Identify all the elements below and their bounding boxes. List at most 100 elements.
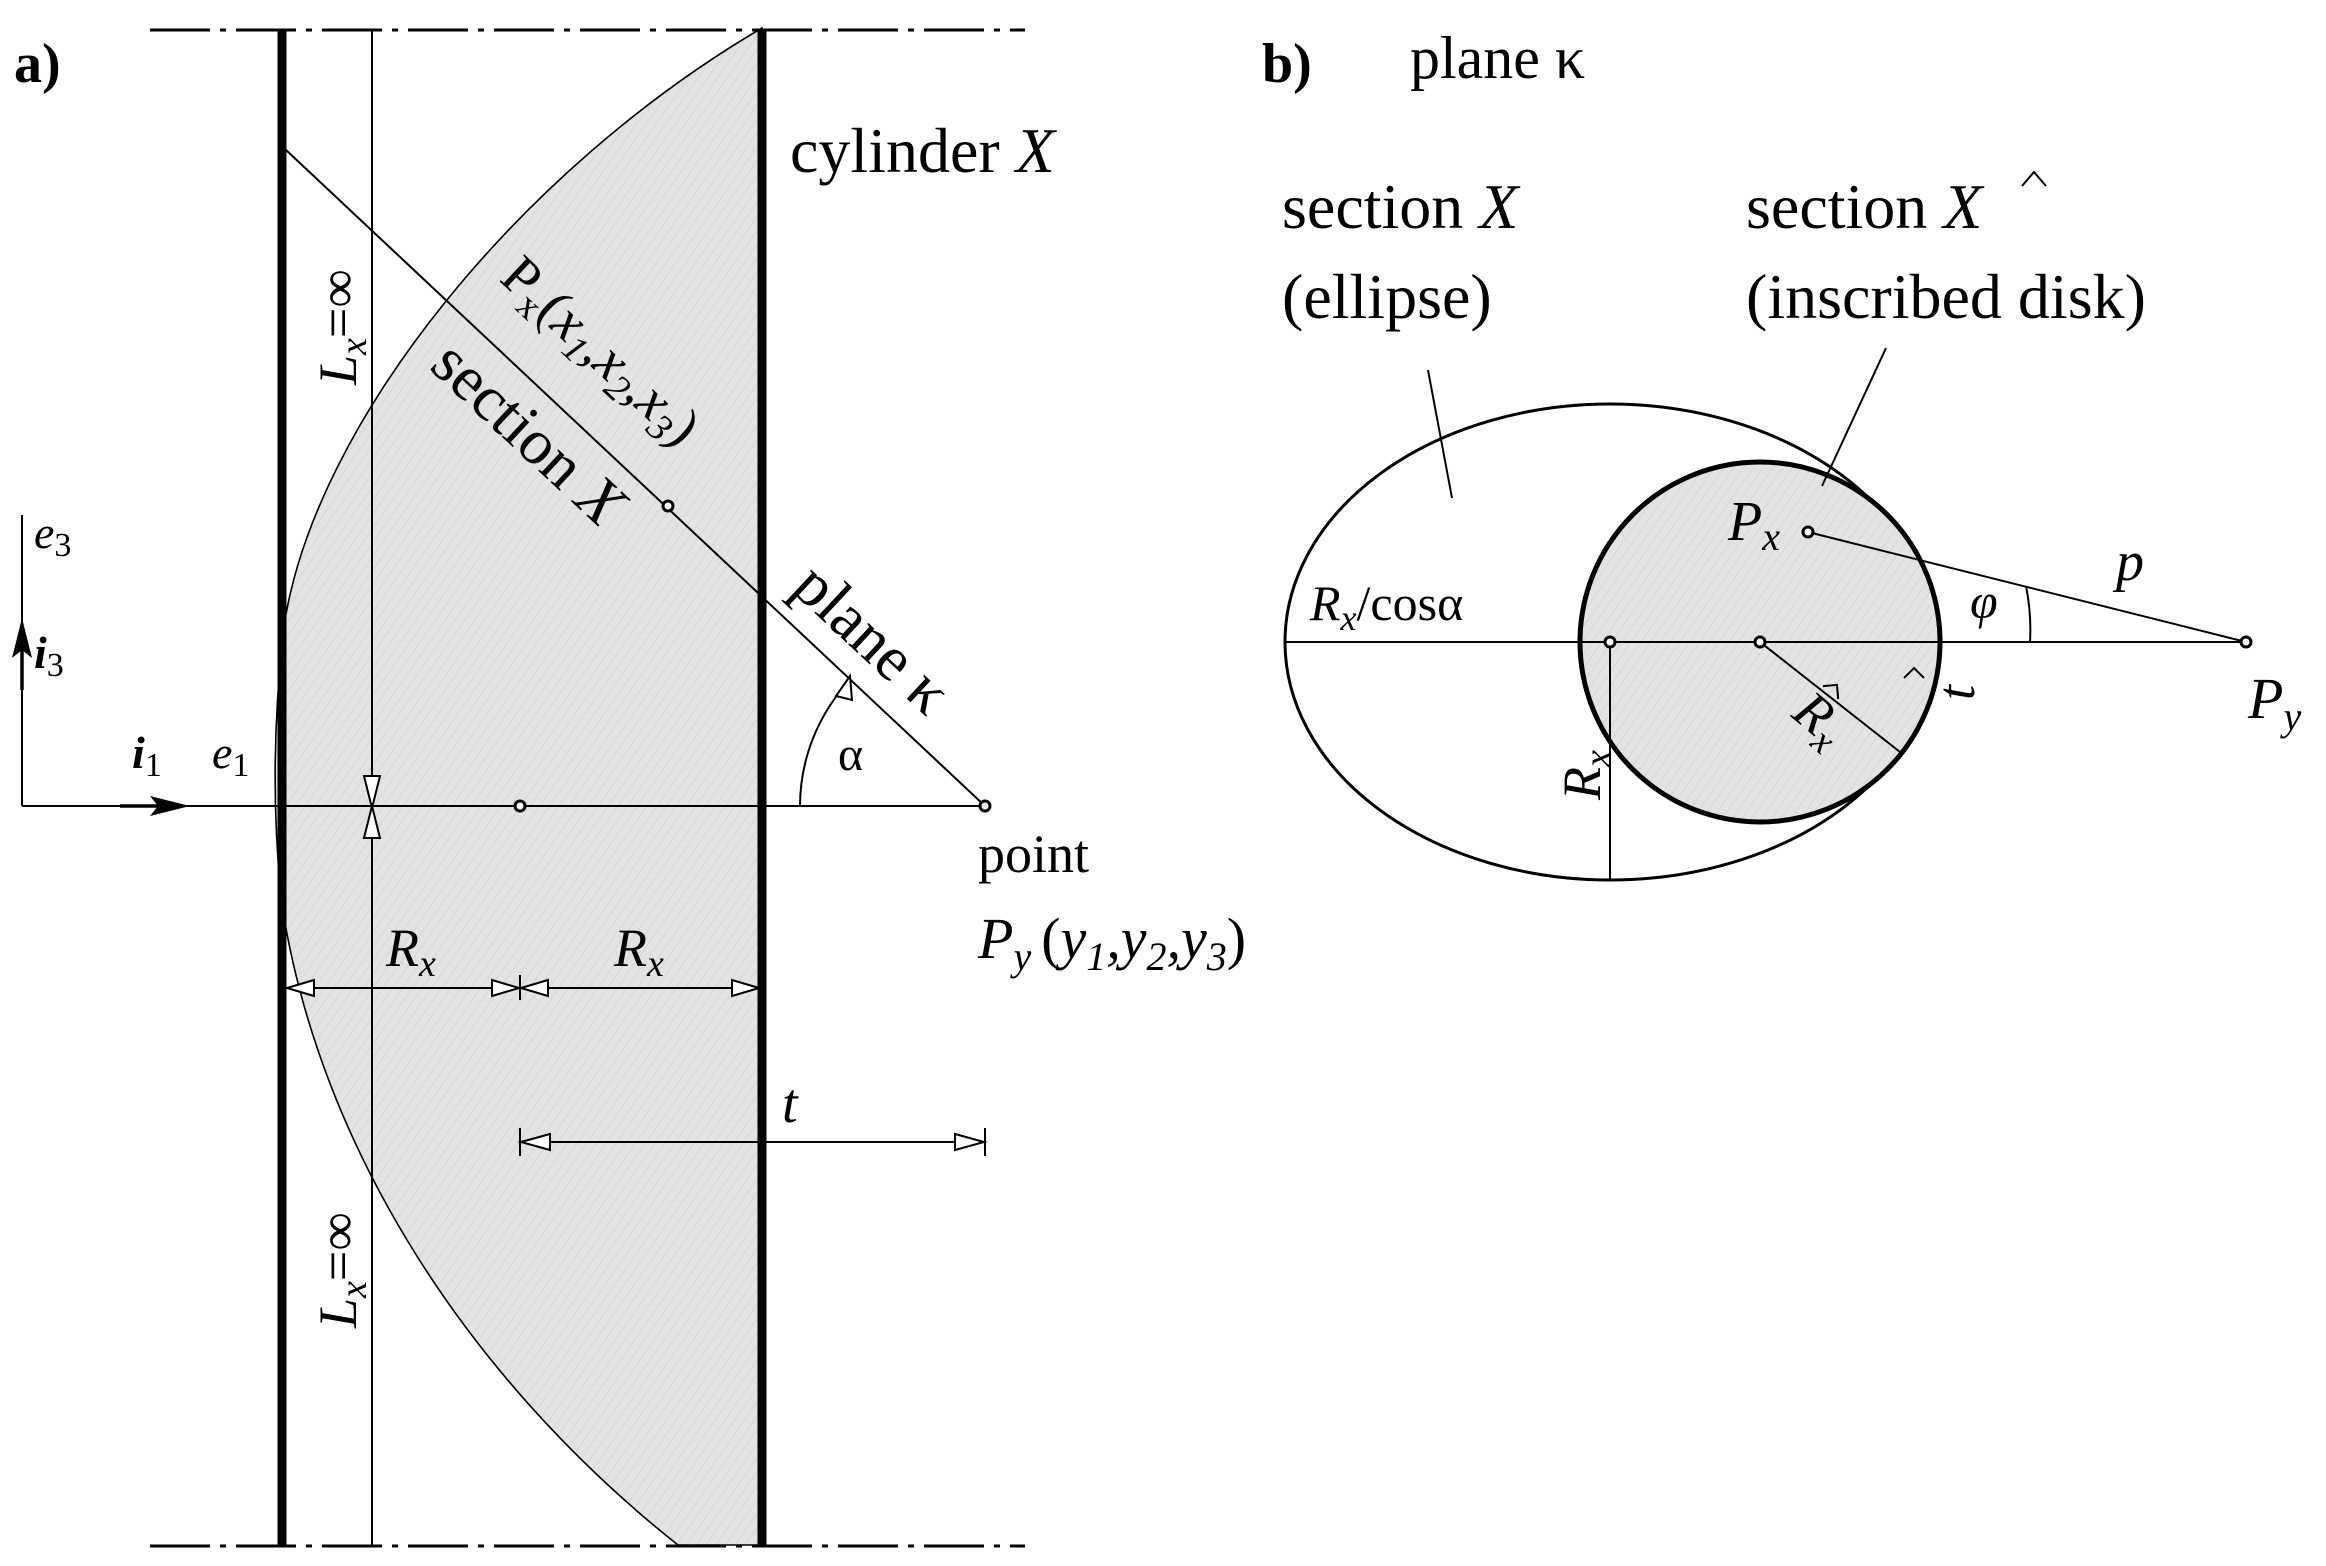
radius-left-sub: x (418, 943, 436, 985)
point-px-b (1801, 525, 1815, 539)
point-py-b (2239, 635, 2253, 649)
disk-label-line1: section X (1746, 171, 1985, 242)
radius-arrow-center-right (517, 978, 549, 998)
py-args-close: ) (1227, 906, 1246, 971)
ellipse-label-line2: (ellipse) (1282, 261, 1492, 332)
py-y3-sub: 3 (1206, 934, 1227, 979)
length-top-value: =∞ (308, 269, 368, 338)
radius-arrow-right-wall (731, 978, 763, 998)
rx-hat-hat-icon (1822, 683, 1840, 700)
py-sub: y (1009, 934, 1031, 979)
axis-i3-label: i3 (34, 627, 64, 684)
distance-label: t (782, 1073, 799, 1135)
ellipse-label-symbol: X (1476, 171, 1521, 242)
axis-e1-label: e1 (212, 727, 249, 784)
distance-arrow-right (954, 1132, 988, 1152)
phi-arc (2025, 585, 2032, 643)
rx-label-b: Rx (1552, 750, 1619, 801)
axis-i1-letter: i (132, 727, 145, 778)
disk-label-line2: (inscribed disk) (1746, 261, 2146, 332)
py-y2-sub: 2 (1147, 934, 1167, 979)
py-args-open: ( (1041, 906, 1060, 971)
radius-left-letter: R (385, 918, 419, 978)
i1-arrow-icon (150, 796, 190, 816)
rx-cos-label: Rx/cosα (1309, 575, 1463, 638)
length-bottom-letter: L (308, 1298, 368, 1329)
svg-text:Lx=∞: Lx=∞ (308, 1212, 375, 1329)
axis-e1-sub: 1 (232, 747, 249, 784)
px-label-b: Px (1727, 491, 1780, 559)
point-ellipse-center (1603, 635, 1617, 649)
axis-e3-sub: 3 (54, 527, 71, 564)
ellipse-label-line1: section X (1282, 171, 1521, 242)
length-top-label: Lx=∞ (308, 269, 375, 386)
panel-a-label: a) (14, 33, 61, 95)
radius-right-label: Rx (613, 918, 664, 985)
length-bottom-value: =∞ (308, 1212, 368, 1281)
point-center (513, 799, 527, 813)
py-label-b: Py (2247, 666, 2301, 739)
px-b-sub: x (1761, 514, 1780, 559)
angle-alpha-label: α (838, 728, 863, 781)
plane-kappa-name: plane (780, 548, 930, 694)
disk-label-symbol: X (1940, 171, 1985, 242)
py-coordinates-label: Py(y1,y2,y3) (977, 906, 1246, 979)
length-bottom-label: Lx=∞ (308, 1212, 375, 1329)
panel-b-title: plane κ (1410, 25, 1585, 91)
length-arrow-up (362, 805, 382, 839)
cylinder-name: cylinder (790, 115, 1000, 186)
axis-i1-sub: 1 (145, 747, 162, 784)
section-x-shaded-region (274, 26, 763, 1546)
py-y1: y (1056, 906, 1087, 971)
ellipse-label-name: section (1282, 171, 1463, 242)
radius-right-sub: x (646, 943, 664, 985)
t-hat-letter: t (1926, 683, 1986, 700)
point-disk-center (1753, 635, 1767, 649)
disk-leader-line (1821, 347, 1887, 487)
length-top-sub: x (333, 338, 375, 356)
axis-e3-letter: e (34, 507, 54, 558)
length-arrow-down (362, 775, 382, 809)
axis-i1-label: i1 (132, 727, 162, 784)
py-sep1: , (1106, 906, 1121, 971)
py-y2: y (1116, 906, 1147, 971)
rx-b-sub: x (1577, 750, 1619, 768)
py-y1-sub: 1 (1086, 934, 1106, 979)
point-px (661, 499, 675, 513)
panel-b-label: b) (1262, 33, 1312, 95)
panel-b: b) plane κ section X (ellipse) section X… (1262, 25, 2301, 882)
rx-cos-letter: R (1309, 575, 1341, 631)
rx-cos-sub: x (1340, 598, 1357, 638)
radius-arrow-center-left (491, 978, 523, 998)
axis-e3-label: e3 (34, 507, 71, 564)
rx-cos-rest: /cosα (1357, 575, 1464, 631)
angle-alpha-arrow (834, 673, 854, 702)
panel-a: a) cylinder X Px(x1,x2,x3) section X pla… (12, 26, 1246, 1548)
py-b-letter: P (2247, 666, 2283, 731)
disk-label-name: section (1746, 171, 1927, 242)
radius-arrow-left-wall (283, 978, 315, 998)
rx-b-letter: R (1552, 767, 1612, 801)
axis-i3-sub: 3 (47, 647, 64, 684)
rx-hat-line (1759, 641, 1901, 753)
cylinder-symbol: X (1013, 115, 1058, 186)
cylinder-label: cylinder X (790, 115, 1058, 186)
py-y3: y (1176, 906, 1207, 971)
t-hat-label: t (1903, 666, 1986, 700)
phi-label: φ (1970, 573, 1998, 629)
plane-kappa-line (285, 149, 986, 807)
py-letter: P (977, 906, 1013, 971)
py-sep2: , (1167, 906, 1182, 971)
point-py (978, 799, 992, 813)
svg-text:Rx: Rx (1552, 750, 1619, 801)
py-b-sub: y (2279, 694, 2301, 739)
axis-i3-letter: i (34, 627, 47, 678)
length-top-letter: L (308, 355, 368, 386)
length-bottom-sub: x (333, 1281, 375, 1299)
radius-right-letter: R (613, 918, 647, 978)
point-label: point (978, 824, 1089, 884)
t-hat-hat-icon (1903, 666, 1925, 679)
ellipse-leader-line (1427, 369, 1453, 499)
distance-arrow-left (517, 1132, 551, 1152)
